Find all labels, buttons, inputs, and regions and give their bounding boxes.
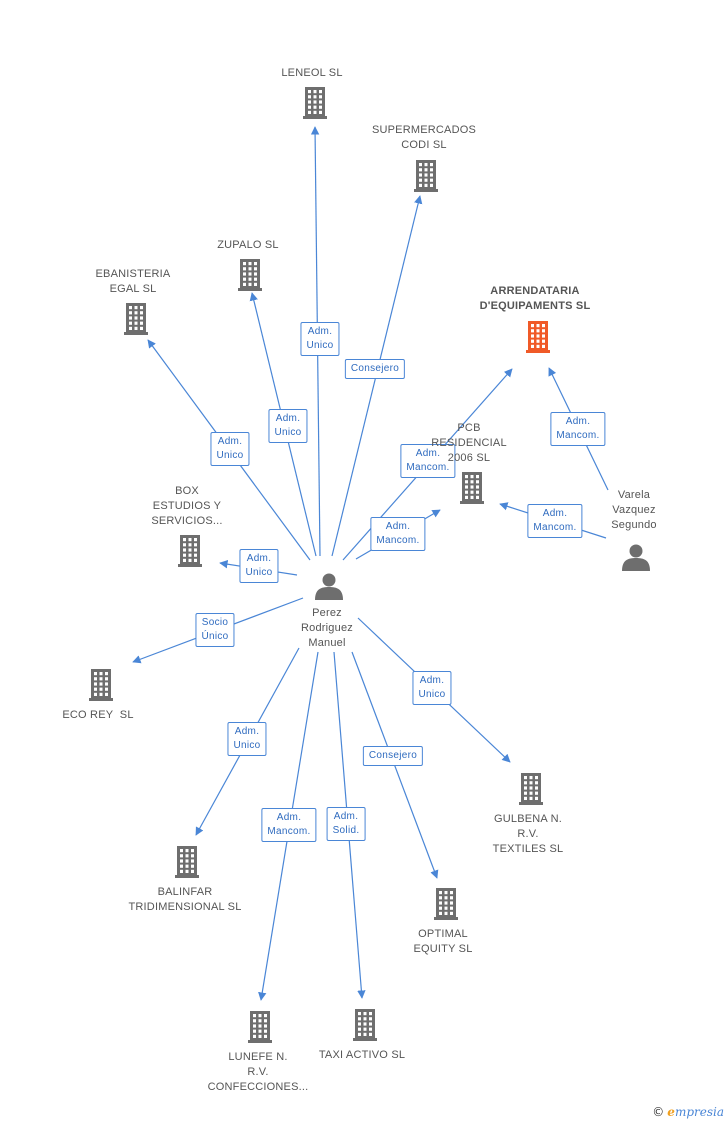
- building-icon-box[interactable]: [178, 535, 202, 567]
- edge-label-perez-to-supermercados: Consejero: [344, 359, 406, 379]
- building-icon-ecorey[interactable]: [89, 669, 113, 701]
- node-label-leneol[interactable]: LENEOL SL: [281, 67, 343, 79]
- edge-label-perez-to-zupalo: Adm.Unico: [268, 409, 308, 443]
- edge-label-perez-to-arrendataria: Adm.Mancom.: [400, 444, 456, 478]
- building-icon-arrendataria[interactable]: [526, 321, 550, 353]
- edge-label-varela-to-arrendataria: Adm.Mancom.: [550, 412, 606, 446]
- node-label-lunefe[interactable]: LUNEFE N.R.V.CONFECCIONES...: [207, 1051, 309, 1093]
- edge-label-perez-to-optimal: Consejero: [362, 746, 424, 766]
- node-label-taxi[interactable]: TAXI ACTIVO SL: [318, 1049, 406, 1061]
- edge-label-perez-to-gulbena: Adm.Unico: [412, 671, 452, 705]
- node-label-gulbena[interactable]: GULBENA N.R.V.TEXTILES SL: [492, 813, 564, 855]
- node-label-ecorey[interactable]: ECO REY SL: [62, 709, 134, 721]
- edge-label-perez-to-leneol: Adm.Unico: [300, 322, 340, 356]
- edge-label-varela-to-pcb: Adm.Mancom.: [527, 504, 583, 538]
- building-icon-taxi[interactable]: [353, 1009, 377, 1041]
- brand-logo: ©empresia: [652, 1105, 724, 1119]
- edge-label-perez-to-box: Adm.Unico: [239, 549, 279, 583]
- building-icon-ebanisteria[interactable]: [124, 303, 148, 335]
- building-icon-optimal[interactable]: [434, 888, 458, 920]
- person-icon-varela[interactable]: [622, 544, 650, 572]
- building-icon-pcb[interactable]: [460, 472, 484, 504]
- person-icon-perez[interactable]: [315, 573, 343, 601]
- building-icon-balinfar[interactable]: [175, 846, 199, 878]
- edge-label-perez-to-balinfar: Adm.Unico: [227, 722, 267, 756]
- node-label-zupalo[interactable]: ZUPALO SL: [217, 239, 279, 251]
- edge-label-perez-to-ebanisteria: Adm.Unico: [210, 432, 250, 466]
- edge-label-perez-to-lunefe: Adm.Mancom.: [261, 808, 317, 842]
- building-icon-zupalo[interactable]: [238, 259, 262, 291]
- building-icon-leneol[interactable]: [303, 87, 327, 119]
- edge-label-perez-to-pcb: Adm.Mancom.: [370, 517, 426, 551]
- building-icon-lunefe[interactable]: [248, 1011, 272, 1043]
- edge-label-perez-to-taxi: Adm.Solid.: [326, 807, 366, 841]
- building-icon-gulbena[interactable]: [519, 773, 543, 805]
- building-icon-supermercados[interactable]: [414, 160, 438, 192]
